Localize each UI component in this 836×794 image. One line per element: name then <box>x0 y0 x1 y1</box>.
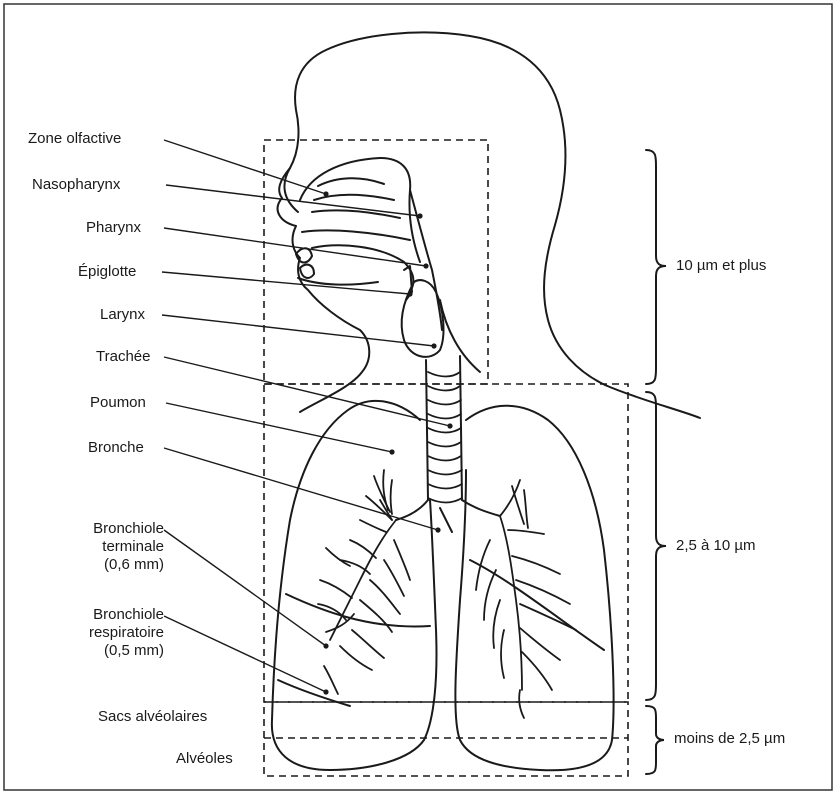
right-lung-fissure-1 <box>286 594 430 627</box>
label-bronchiole-respiratoire-line3: (0,5 mm) <box>60 642 164 660</box>
label-bronchiole-terminale-line2: terminale <box>60 538 164 556</box>
nasal-turbinate-1 <box>318 178 384 186</box>
pharynx-wall <box>410 190 442 330</box>
leader-bronche <box>164 448 438 530</box>
right-lung <box>272 401 437 770</box>
leader-bronchiole-respiratoire <box>164 616 326 692</box>
label-larynx: Larynx <box>100 306 145 324</box>
size-range-middle: 2,5 à 10 µm <box>676 537 756 554</box>
label-pharynx: Pharynx <box>86 219 141 237</box>
label-zone-olfactive: Zone olfactive <box>28 130 121 148</box>
leader-trachee <box>164 357 450 426</box>
teeth-lower <box>300 265 314 278</box>
size-range-upper: 10 µm et plus <box>676 257 766 274</box>
lower-bracket <box>646 706 664 774</box>
leader-zone-olfactive <box>164 140 326 194</box>
leader-nasopharynx <box>166 185 420 216</box>
lower-zone-box <box>264 702 628 776</box>
upper-bracket <box>646 150 666 384</box>
leader-pharynx <box>164 228 426 266</box>
label-sacs-alveolaires: Sacs alvéolaires <box>98 708 207 726</box>
label-bronchiole-respiratoire-line2: respiratoire <box>60 624 164 642</box>
middle-bracket <box>646 392 666 700</box>
middle-zone-box <box>264 384 628 702</box>
left-main-bronchus <box>396 500 428 520</box>
trachea-left <box>426 360 428 500</box>
size-range-lower: moins de 2,5 µm <box>674 730 785 747</box>
right-bronchial-tree <box>318 470 410 694</box>
trachea-rings <box>428 372 462 503</box>
label-bronche: Bronche <box>88 439 144 457</box>
label-bronchiole-terminale-line3: (0,6 mm) <box>60 556 164 574</box>
left-bronchial-tree <box>476 480 576 718</box>
leader-dots <box>323 191 452 694</box>
label-bronchiole-terminale: Bronchiole terminale (0,6 mm) <box>60 520 164 574</box>
carina <box>440 508 452 532</box>
label-nasopharynx: Nasopharynx <box>32 176 120 194</box>
left-lung-fissure <box>470 560 604 650</box>
right-main-bronchus <box>462 500 500 516</box>
label-trachee: Trachée <box>96 348 150 366</box>
label-alveoles: Alvéoles <box>176 750 233 768</box>
leader-larynx <box>162 315 434 346</box>
leader-bronchiole-terminale <box>164 530 326 646</box>
label-poumon: Poumon <box>90 394 146 412</box>
leader-poumon <box>166 403 392 452</box>
jaw <box>298 278 378 285</box>
head-silhouette <box>284 32 700 418</box>
label-epiglotte: Épiglotte <box>78 263 136 281</box>
left-lung <box>455 406 613 771</box>
upper-zone-box <box>264 140 488 384</box>
label-bronchiole-respiratoire-line1: Bronchiole <box>60 606 164 624</box>
label-bronchiole-respiratoire: Bronchiole respiratoire (0,5 mm) <box>60 606 164 660</box>
label-bronchiole-terminale-line1: Bronchiole <box>60 520 164 538</box>
palate <box>302 230 410 240</box>
